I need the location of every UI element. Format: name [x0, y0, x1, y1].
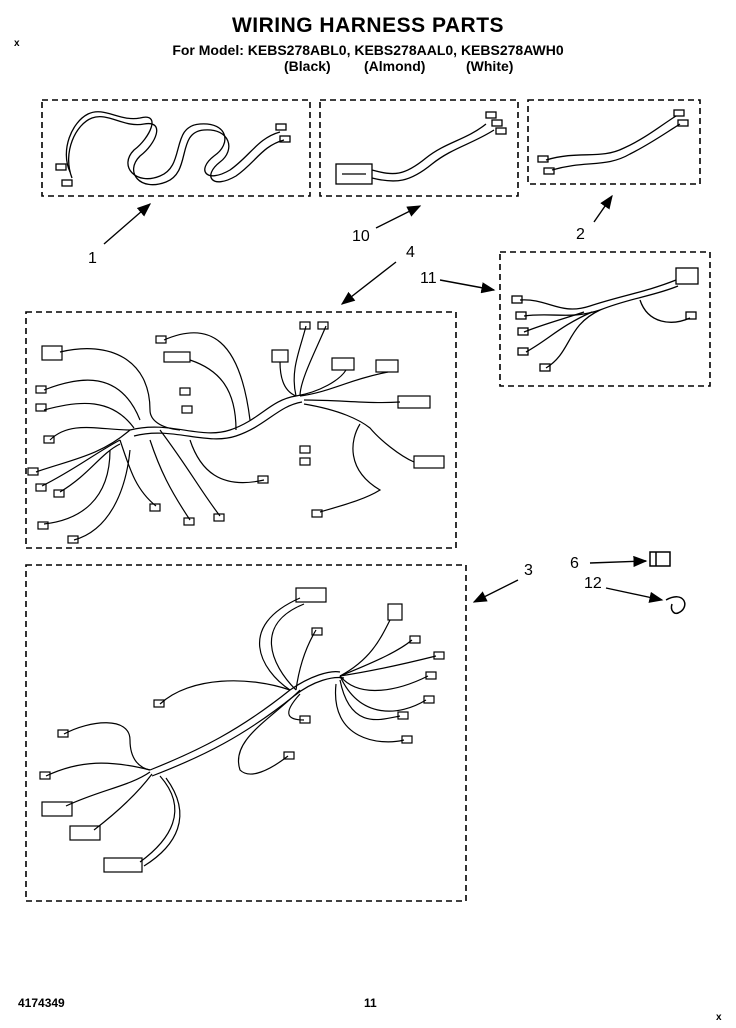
- group-box-part-10: [319, 99, 519, 197]
- leader-arrow-2: [593, 194, 613, 223]
- callout-1: 1: [88, 250, 97, 267]
- leader-arrow-11: [439, 279, 496, 294]
- leader-arrow-10: [375, 205, 422, 229]
- callout-12: 12: [584, 575, 602, 592]
- corner-mark-bottom: x: [716, 1012, 722, 1023]
- part-3-harness: [39, 587, 445, 873]
- callout-10: 10: [352, 228, 370, 245]
- part-10-harness: [335, 111, 507, 185]
- leader-arrow-6: [589, 555, 648, 568]
- group-box-part-3: [25, 564, 467, 902]
- part-11-harness: [511, 267, 699, 372]
- group-box-part-4: [25, 311, 457, 549]
- callout-3: 3: [524, 562, 533, 579]
- part-12-wire-tie: [665, 596, 686, 615]
- group-box-part-1: [41, 99, 311, 197]
- page-number: 11: [364, 996, 377, 1010]
- group-box-part-11: [499, 251, 711, 387]
- callout-2: 2: [576, 226, 585, 243]
- corner-mark-top: x: [14, 38, 20, 49]
- variant-white: (White): [466, 58, 514, 74]
- part-1-harness: [55, 111, 291, 187]
- variant-black: (Black): [284, 58, 331, 74]
- page-title: WIRING HARNESS PARTS: [231, 14, 505, 37]
- variant-almond: (Almond): [364, 58, 426, 74]
- leader-arrow-4: [340, 261, 397, 305]
- callout-6: 6: [570, 555, 579, 572]
- part-4-harness: [27, 321, 445, 544]
- leader-arrow-12: [605, 587, 664, 603]
- group-box-part-2: [527, 99, 701, 185]
- model-line: For Model: KEBS278ABL0, KEBS278AAL0, KEB…: [172, 42, 564, 58]
- doc-number: 4174349: [18, 996, 65, 1010]
- part-6-connector: [649, 551, 671, 567]
- callout-11: 11: [420, 270, 437, 287]
- leader-arrow-1: [103, 203, 152, 245]
- callout-4: 4: [406, 244, 415, 261]
- part-2-harness: [537, 109, 689, 175]
- leader-arrow-3: [472, 579, 519, 603]
